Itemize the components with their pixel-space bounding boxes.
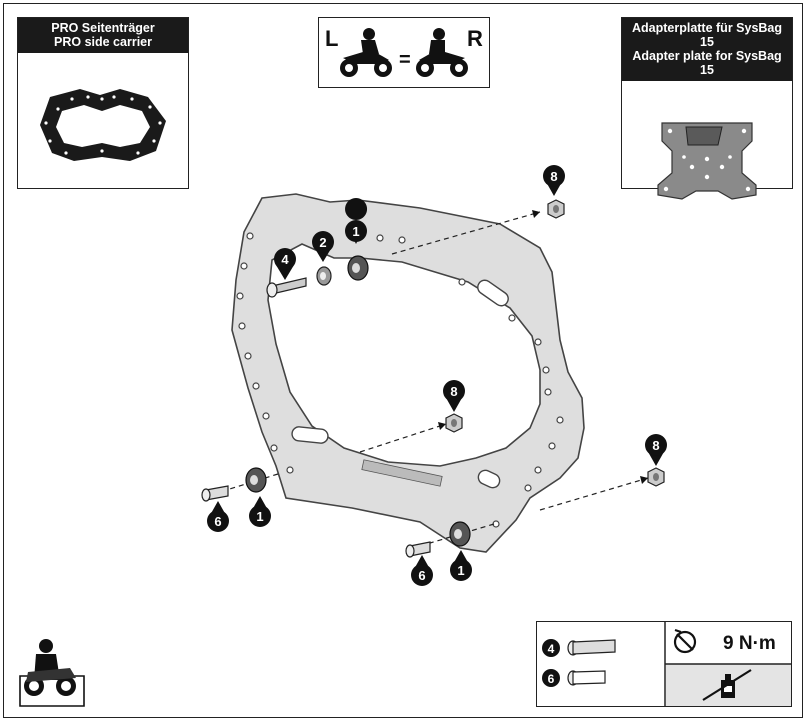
nut-middle [445,413,463,433]
svg-text:8: 8 [652,438,659,453]
legend-short-screw [567,670,606,686]
svg-text:1: 1 [457,563,464,578]
svg-text:8: 8 [450,384,457,399]
right-side-label: R [467,26,483,51]
nut-right [647,467,665,487]
adapter-plate-thumbnail [657,122,757,200]
svg-text:1: 1 [256,509,263,524]
callout-6-left: 6 [207,501,229,532]
callout-4: 4 [274,248,296,280]
svg-text:1: 1 [352,224,359,239]
spacer-ring-left [245,467,267,493]
short-screw-left [201,485,229,502]
callout-1-left: 1 [249,496,271,527]
svg-text:6: 6 [214,514,221,529]
washer [316,266,332,286]
svg-text:4: 4 [548,642,555,656]
legend-long-screw [567,639,616,656]
callout-8-middle: 8 [443,380,465,412]
svg-text:2: 2 [319,235,326,250]
svg-text:4: 4 [281,252,289,267]
rider-icon [19,639,85,707]
adapter-box-header: Adapterplatte für SysBag 15 Adapter plat… [622,18,792,81]
callout-6-bottom: 6 [411,555,433,586]
carrier-title-de: PRO Seitenträger [51,21,155,35]
legend-badge-4: 4 [542,639,560,657]
callout-1-top: 1 [345,198,368,244]
nut-top [547,199,565,219]
carrier-box: PRO Seitenträger PRO side carrier [17,17,189,189]
diagram-frame [3,3,803,718]
no-threadlocker-icon [702,669,752,701]
callout-1-bottom: 1 [450,550,472,581]
legend-badge-6: 6 [542,669,560,687]
equals-sign: = [399,49,411,71]
torque-legend-box: 4 6 9 N·m [536,621,792,707]
long-screw [266,277,307,298]
adapter-title-de: Adapterplatte für SysBag 15 [631,21,783,49]
svg-text:6: 6 [418,568,425,583]
callout-2: 2 [312,231,334,262]
spacer-ring-bottom [449,521,471,547]
torque-value: 9 N·m [723,633,776,654]
carrier-title-en: PRO side carrier [54,35,152,49]
side-carrier-opening [267,243,541,467]
svg-text:8: 8 [550,169,557,184]
torque-wrench-icon [673,628,697,654]
adapter-title-en: Adapter plate for SysBag 15 [632,49,782,77]
left-side-label: L [325,26,338,51]
motorcycle-right-icon [416,28,468,77]
spacer-ring-top [347,255,369,281]
motorcycle-left-icon [340,28,392,77]
svg-text:6: 6 [548,672,555,686]
callout-8-right: 8 [645,434,667,466]
adapter-plate-box: Adapterplatte für SysBag 15 Adapter plat… [621,17,793,200]
short-screw-bottom [405,541,431,558]
side-carrier-thumbnail [40,89,166,161]
callout-8-top: 8 [543,165,565,196]
carrier-box-header: PRO Seitenträger PRO side carrier [18,18,188,53]
side-symmetry-box: L R = [318,17,490,88]
